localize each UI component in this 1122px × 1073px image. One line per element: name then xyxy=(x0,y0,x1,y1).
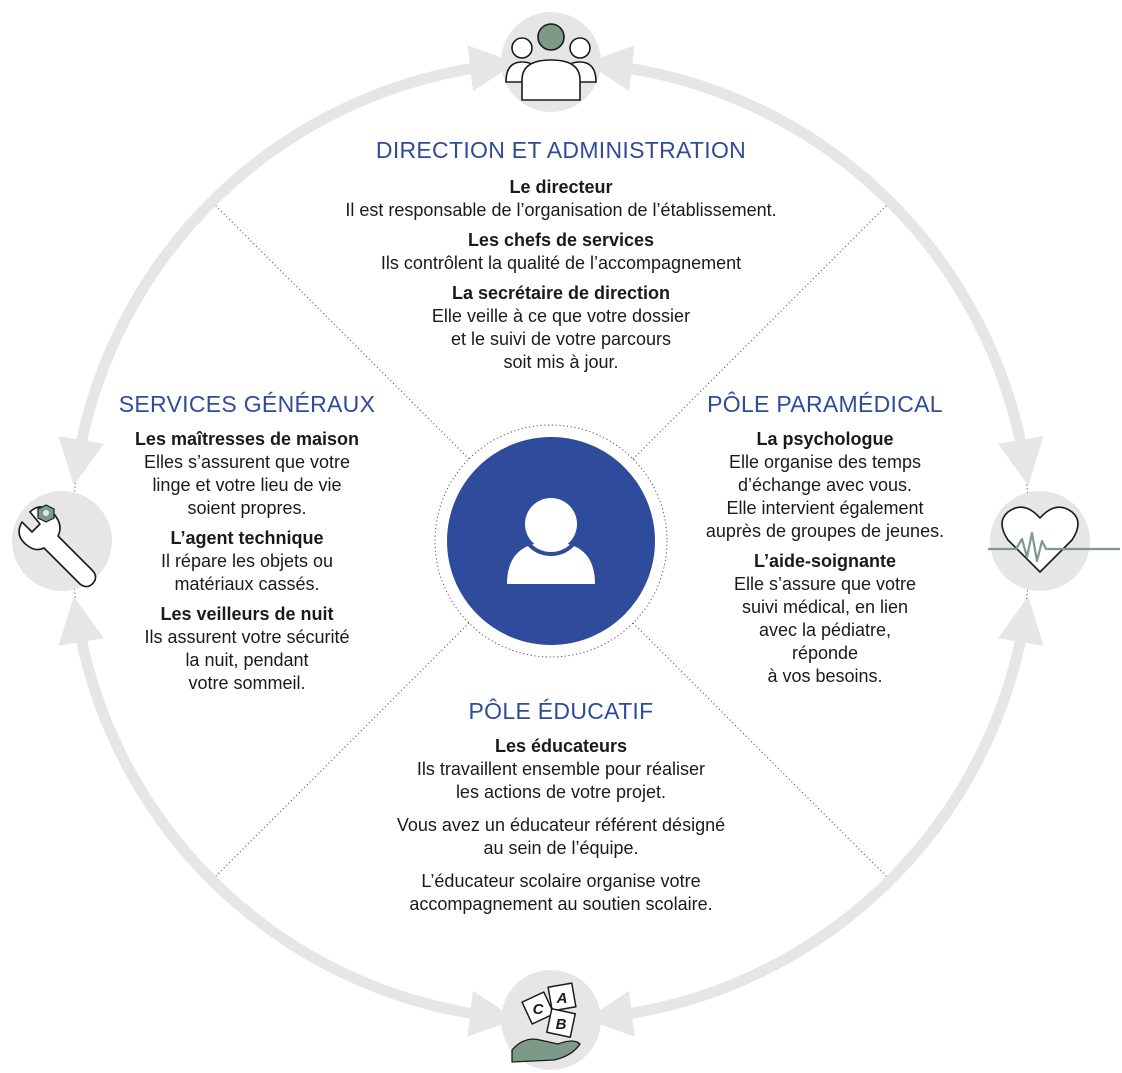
entry-description: Ils assurent votre sécurité la nuit, pen… xyxy=(144,627,350,693)
entry-agent-technique: L’agent technique Il répare les objets o… xyxy=(98,527,396,596)
wrench-icon xyxy=(12,491,112,591)
center-person-badge xyxy=(447,437,655,645)
abc-blocks-hand-icon: A C B xyxy=(501,970,601,1070)
note-educateur-referent: Vous avez un éducateur référent désigné … xyxy=(312,814,810,860)
entry-title: Les éducateurs xyxy=(494,736,628,756)
section-title: DIRECTION ET ADMINISTRATION xyxy=(375,137,747,163)
entry-title: Le directeur xyxy=(509,177,613,197)
entry-directeur: Le directeur Il est responsable de l’org… xyxy=(261,176,861,222)
entry-title: La psychologue xyxy=(756,429,894,449)
arrow-bottom-right xyxy=(585,596,1044,1037)
group-of-people-icon xyxy=(501,12,601,112)
section-direction-administration: DIRECTION ET ADMINISTRATION Le directeur… xyxy=(261,136,861,374)
section-title: SERVICES GÉNÉRAUX xyxy=(118,391,376,417)
entry-title: Les maîtresses de maison xyxy=(134,429,360,449)
entry-title: La secrétaire de direction xyxy=(451,283,671,303)
entry-description: Elle organise des temps d’échange avec v… xyxy=(705,452,945,541)
dotted-inner-ring xyxy=(434,424,668,658)
block-letter-c: C xyxy=(533,1001,545,1018)
arrow-bottom-left xyxy=(58,596,517,1037)
entry-description: Elles s’assurent que votre linge et votr… xyxy=(143,452,351,518)
entry-description: Elle s’assure que votre suivi médical, e… xyxy=(733,574,917,686)
entry-title: L’aide-soignante xyxy=(753,551,897,571)
arrow-top-left xyxy=(58,45,517,486)
section-pole-paramedical: PÔLE PARAMÉDICAL La psychologue Elle org… xyxy=(662,390,988,688)
entry-description: Il est responsable de l’organisation de … xyxy=(345,200,777,220)
note-text: L’éducateur scolaire organise votre acco… xyxy=(409,871,713,914)
section-pole-educatif: PÔLE ÉDUCATIF Les éducateurs Ils travail… xyxy=(312,697,810,916)
entry-description: Ils travaillent ensemble pour réaliser l… xyxy=(416,759,706,802)
entry-description: Il répare les objets ou matériaux cassés… xyxy=(160,551,334,594)
entry-description: Ils contrôlent la qualité de l’accompagn… xyxy=(380,253,742,273)
entry-title: Les veilleurs de nuit xyxy=(160,604,334,624)
person-icon xyxy=(507,492,595,584)
cycle-arrows xyxy=(58,45,1044,1037)
entry-title: L’agent technique xyxy=(170,528,324,548)
section-title: PÔLE ÉDUCATIF xyxy=(468,698,654,724)
block-letter-b: B xyxy=(556,1016,567,1033)
entry-aide-soignante: L’aide-soignante Elle s’assure que votre… xyxy=(662,550,988,688)
section-services-generaux: SERVICES GÉNÉRAUX Les maîtresses de mais… xyxy=(98,390,396,695)
entry-secretaire-de-direction: La secrétaire de direction Elle veille à… xyxy=(261,282,861,374)
section-title: PÔLE PARAMÉDICAL xyxy=(707,391,943,417)
entry-psychologue: La psychologue Elle organise des temps d… xyxy=(662,428,988,543)
entry-veilleurs-de-nuit: Les veilleurs de nuit Ils assurent votre… xyxy=(98,603,396,695)
entry-educateurs: Les éducateurs Ils travaillent ensemble … xyxy=(312,735,810,804)
arrow-top-right xyxy=(585,45,1044,486)
entry-title: Les chefs de services xyxy=(467,230,655,250)
entry-maitresses-de-maison: Les maîtresses de maison Elles s’assuren… xyxy=(98,428,396,520)
heart-pulse-icon xyxy=(988,491,1120,591)
entry-chefs-de-services: Les chefs de services Ils contrôlent la … xyxy=(261,229,861,275)
note-educateur-scolaire: L’éducateur scolaire organise votre acco… xyxy=(312,870,810,916)
entry-description: Elle veille à ce que votre dossier et le… xyxy=(431,306,691,372)
note-text: Vous avez un éducateur référent désigné … xyxy=(396,815,726,858)
block-letter-a: A xyxy=(556,990,568,1007)
